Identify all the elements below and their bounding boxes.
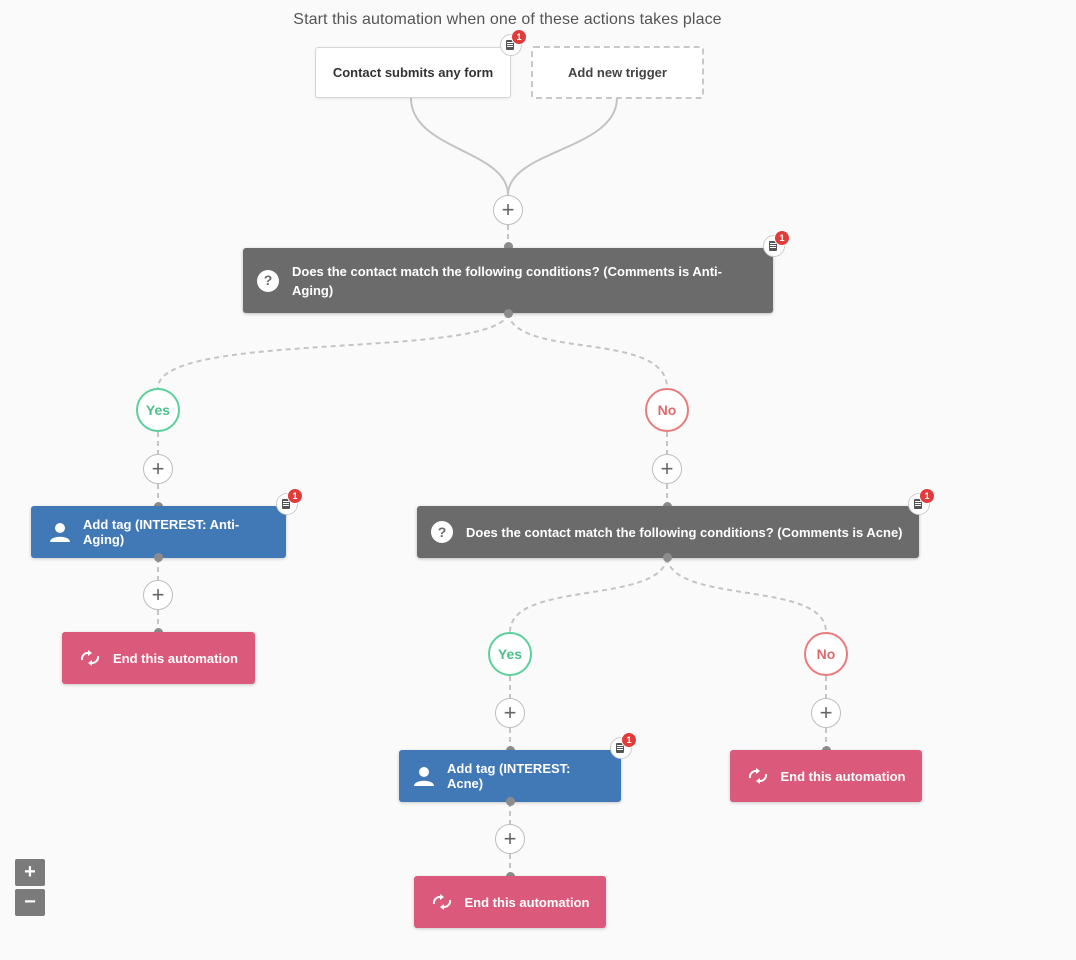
document-icon: [914, 499, 922, 509]
add-step-button[interactable]: +: [143, 580, 173, 610]
add-step-button[interactable]: +: [811, 698, 841, 728]
loop-arrows-icon: [748, 768, 767, 784]
action-notification-badge[interactable]: 1: [610, 732, 637, 761]
zoom-in-button[interactable]: +: [15, 859, 45, 886]
end-label: End this automation: [464, 894, 590, 910]
action-add-tag-acne[interactable]: Add tag (INTEREST: Acne): [399, 750, 621, 802]
condition-anti-aging[interactable]: ? Does the contact match the following c…: [243, 248, 773, 313]
page-heading: Start this automation when one of these …: [293, 11, 722, 28]
add-step-button[interactable]: +: [495, 698, 525, 728]
badge-count: 1: [774, 230, 790, 246]
branch-no: No: [645, 388, 689, 432]
connector-dot: [506, 797, 515, 806]
document-icon: [616, 743, 624, 753]
connector-dot: [504, 309, 513, 318]
end-automation-no-match[interactable]: End this automation: [730, 750, 922, 802]
trigger-label: Contact submits any form: [332, 65, 494, 80]
add-trigger-label: Add new trigger: [568, 65, 667, 80]
document-icon: [506, 40, 514, 50]
badge-count: 1: [287, 488, 303, 504]
add-step-button[interactable]: +: [652, 454, 682, 484]
branch-yes: Yes: [488, 632, 532, 676]
add-step-button[interactable]: +: [143, 454, 173, 484]
person-icon: [50, 523, 70, 542]
connector-dot: [663, 553, 672, 562]
question-icon: ?: [257, 269, 279, 292]
badge-count: 1: [511, 29, 527, 45]
condition-acne[interactable]: ? Does the contact match the following c…: [417, 506, 919, 558]
loop-arrows-icon: [432, 894, 451, 910]
add-step-button[interactable]: +: [495, 824, 525, 854]
person-icon: [414, 767, 434, 786]
badge-count: 1: [919, 488, 935, 504]
condition-notification-badge[interactable]: 1: [763, 230, 790, 259]
action-label: Add tag (INTEREST: Anti-Aging): [83, 517, 240, 547]
loop-arrows-icon: [80, 650, 100, 666]
branch-yes: Yes: [136, 388, 180, 432]
condition-label: Does the contact match the following con…: [466, 524, 903, 540]
branch-no: No: [804, 632, 848, 676]
action-notification-badge[interactable]: 1: [276, 488, 303, 517]
question-icon: ?: [431, 521, 453, 543]
document-icon: [769, 241, 777, 251]
end-label: End this automation: [113, 650, 238, 666]
add-trigger-button[interactable]: Add new trigger: [531, 46, 704, 99]
connector-dot: [154, 553, 163, 562]
add-step-button[interactable]: +: [493, 195, 523, 225]
zoom-out-button[interactable]: −: [15, 889, 45, 916]
action-add-tag-anti-aging[interactable]: Add tag (INTEREST: Anti-Aging): [31, 506, 286, 558]
document-icon: [282, 499, 290, 509]
action-label: Add tag (INTEREST: Acne): [447, 761, 571, 791]
badge-count: 1: [621, 732, 637, 748]
condition-notification-badge[interactable]: 1: [908, 488, 935, 517]
end-automation-acne[interactable]: End this automation: [414, 876, 606, 928]
trigger-notification-badge[interactable]: 1: [500, 29, 527, 58]
end-label: End this automation: [780, 768, 906, 784]
trigger-form-submit[interactable]: Contact submits any form: [315, 47, 511, 98]
end-automation-anti-aging[interactable]: End this automation: [62, 632, 255, 684]
condition-label: Does the contact match the following con…: [292, 263, 722, 298]
connector-dot: [504, 242, 513, 251]
